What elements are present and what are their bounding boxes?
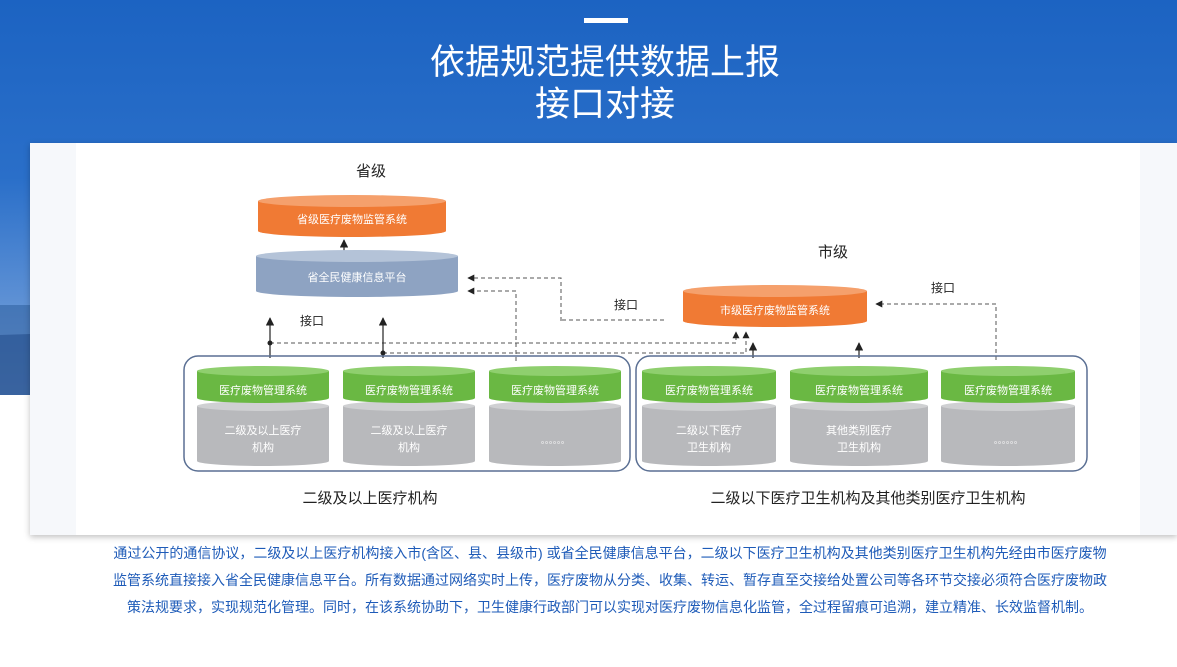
- architecture-diagram: 省级 省级医疗废物监管系统 省全民健康信息平台 市级 市级医疗废物监管系统: [183, 162, 1088, 507]
- right-unit-3-bottom: 。。。。。。: [994, 436, 1022, 445]
- dashed-connectors: [269, 274, 997, 361]
- right-unit-2: 医疗废物管理系统 其他类别医疗 卫生机构: [790, 366, 928, 466]
- province-platform-label: 省全民健康信息平台: [308, 270, 407, 284]
- left-unit-3: 医疗废物管理系统 。。。。。。: [489, 366, 621, 466]
- left-unit-1-top: 医疗废物管理系统: [219, 383, 307, 397]
- right-unit-2-bottom-line1: 其他类别医疗: [826, 423, 892, 437]
- left-unit-3-bottom: 。。。。。。: [541, 436, 569, 445]
- left-unit-2-bottom-line1: 二级及以上医疗: [371, 423, 448, 437]
- city-system-label: 市级医疗废物监管系统: [720, 303, 830, 317]
- interface-label-left: 接口: [300, 313, 324, 328]
- page-title-line1: 依据规范提供数据上报: [429, 43, 780, 83]
- left-unit-1-bottom-line2: 机构: [252, 440, 274, 454]
- province-system-label: 省级医疗废物监管系统: [297, 212, 407, 226]
- page-title-line2: 接口对接: [534, 85, 675, 125]
- interface-label-right: 接口: [931, 280, 955, 295]
- interface-label-middle: 接口: [614, 297, 638, 312]
- province-platform-cylinder: 省全民健康信息平台: [256, 250, 458, 297]
- right-unit-2-bottom-line2: 卫生机构: [837, 440, 881, 454]
- province-level-label: 省级: [356, 162, 386, 180]
- left-group-frame: [183, 355, 631, 472]
- right-unit-3-top: 医疗废物管理系统: [964, 383, 1052, 397]
- left-unit-2-top: 医疗废物管理系统: [365, 383, 453, 397]
- left-group-caption: 二级及以上医疗机构: [302, 489, 437, 507]
- right-unit-1: 医疗废物管理系统 二级以下医疗 卫生机构: [642, 366, 776, 466]
- right-group-caption: 二级以下医疗卫生机构及其他类别医疗卫生机构: [710, 489, 1025, 507]
- description-text: 通过公开的通信协议，二级及以上医疗机构接入市(含区、县、县级市) 或省全民健康信…: [113, 545, 1107, 615]
- right-unit-3: 医疗废物管理系统 。。。。。。: [941, 366, 1075, 466]
- right-unit-1-top: 医疗废物管理系统: [665, 383, 753, 397]
- province-system-cylinder: 省级医疗废物监管系统: [258, 195, 446, 237]
- left-unit-1: 医疗废物管理系统 二级及以上医疗 机构: [197, 366, 329, 466]
- right-unit-1-bottom-line1: 二级以下医疗: [676, 423, 742, 437]
- left-unit-2-bottom-line2: 机构: [398, 440, 420, 454]
- city-system-cylinder: 市级医疗废物监管系统: [683, 285, 867, 327]
- left-unit-3-top: 医疗废物管理系统: [511, 383, 599, 397]
- title-accent-bar: [584, 18, 628, 23]
- diagram-canvas: 省级 省级医疗废物监管系统 省全民健康信息平台 市级 市级医疗废物监管系统: [76, 143, 1140, 535]
- right-group-frame: [635, 355, 1088, 472]
- city-level-label: 市级: [818, 243, 848, 261]
- diagram-panel: 省级 省级医疗废物监管系统 省全民健康信息平台 市级 市级医疗废物监管系统: [30, 143, 1177, 535]
- left-unit-2: 医疗废物管理系统 二级及以上医疗 机构: [343, 366, 475, 466]
- left-unit-1-bottom-line1: 二级及以上医疗: [225, 423, 302, 437]
- right-unit-1-bottom-line2: 卫生机构: [687, 440, 731, 454]
- right-unit-2-top: 医疗废物管理系统: [815, 383, 903, 397]
